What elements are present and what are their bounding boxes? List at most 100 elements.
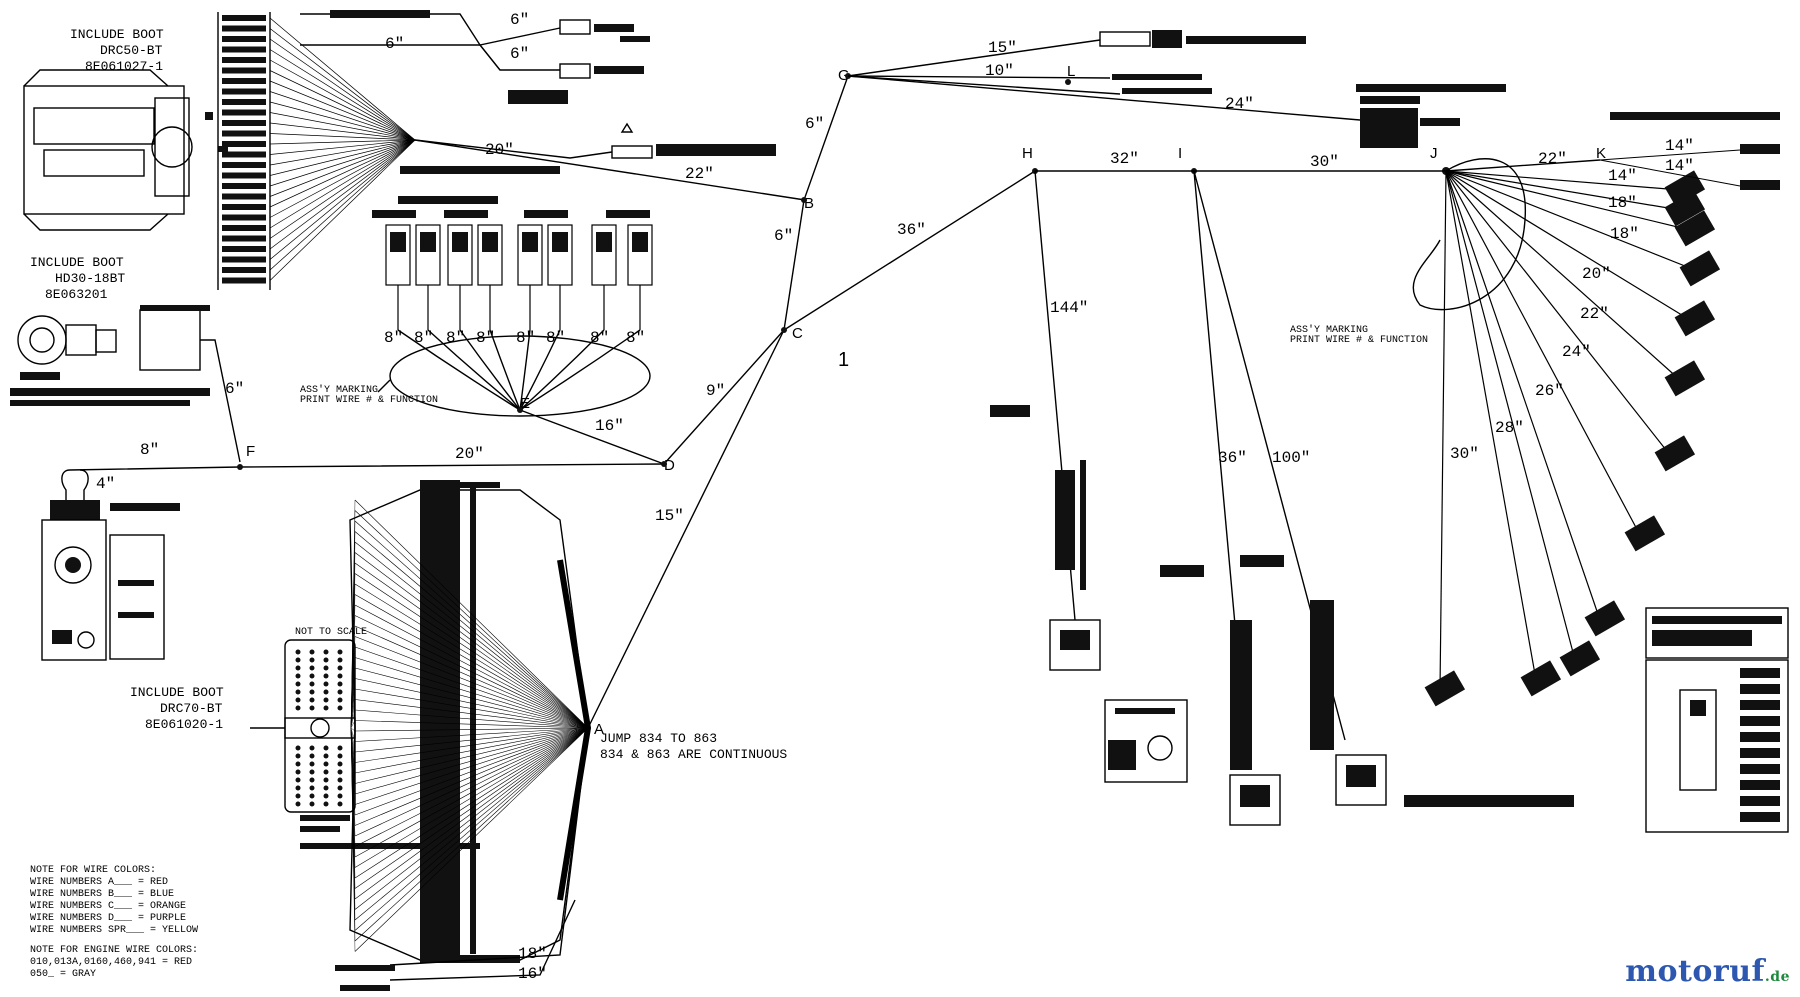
fan-wire bbox=[269, 139, 416, 229]
pin-dot bbox=[295, 649, 301, 655]
pin-dot bbox=[337, 705, 343, 711]
j-fan-connector bbox=[1584, 600, 1626, 637]
node-d: D bbox=[664, 457, 675, 474]
pin-dot bbox=[337, 673, 343, 679]
pin-row bbox=[222, 141, 266, 147]
relay-length-label: 8" bbox=[516, 329, 535, 347]
svg-text:6": 6" bbox=[805, 115, 824, 133]
pin-dot bbox=[309, 657, 315, 663]
pin-row bbox=[222, 225, 266, 231]
relay-header bbox=[372, 210, 416, 218]
j-fan-connector bbox=[1674, 210, 1716, 247]
pin-row bbox=[222, 46, 266, 53]
pin-dot bbox=[295, 745, 301, 751]
pin-row bbox=[222, 67, 266, 74]
svg-text:26": 26" bbox=[1535, 382, 1564, 400]
pin-dot bbox=[295, 777, 301, 783]
fan-wire bbox=[269, 139, 416, 176]
k-title bbox=[1610, 112, 1780, 120]
j-fan-connector bbox=[1654, 435, 1696, 472]
bundle-wire bbox=[354, 646, 589, 729]
svg-text:050_ = GRAY: 050_ = GRAY bbox=[30, 969, 96, 980]
top-left-connector bbox=[23, 69, 228, 231]
svg-text:DRC50-BT: DRC50-BT bbox=[100, 43, 163, 58]
j-fan-wire bbox=[1445, 170, 1681, 211]
svg-text:20": 20" bbox=[455, 445, 484, 463]
bundle-wire bbox=[354, 727, 589, 732]
pin-dot bbox=[309, 697, 315, 703]
pin-dot bbox=[295, 697, 301, 703]
svg-text:4": 4" bbox=[96, 475, 115, 493]
node-h: H bbox=[1022, 145, 1033, 162]
bundle-wire bbox=[354, 720, 589, 729]
bundle-wire bbox=[354, 727, 589, 784]
node-f: F bbox=[246, 443, 255, 460]
pin-dot bbox=[309, 673, 315, 679]
relay-body bbox=[522, 232, 538, 252]
svg-text:WIRE NUMBERS C___ = ORANGE: WIRE NUMBERS C___ = ORANGE bbox=[30, 901, 186, 912]
fan-wire bbox=[269, 139, 416, 218]
pin-dot bbox=[323, 777, 329, 783]
svg-text:24": 24" bbox=[1225, 95, 1254, 113]
pin-dot bbox=[309, 681, 315, 687]
fan-wire bbox=[269, 122, 416, 141]
bundle-wire bbox=[354, 727, 589, 805]
relay-body bbox=[452, 232, 468, 252]
pin-dot bbox=[337, 785, 343, 791]
fan-wire bbox=[269, 28, 416, 141]
svg-text:20": 20" bbox=[1582, 265, 1611, 283]
pin-dot bbox=[323, 649, 329, 655]
pin-dot bbox=[323, 689, 329, 695]
bundle-wire bbox=[354, 727, 589, 816]
bundle-wire bbox=[354, 510, 589, 729]
fan-wire bbox=[269, 139, 416, 155]
bundle-wire bbox=[354, 709, 589, 729]
svg-text:PRINT WIRE # & FUNCTION: PRINT WIRE # & FUNCTION bbox=[300, 395, 438, 406]
bundle-wire bbox=[354, 727, 589, 826]
relay-wire bbox=[519, 329, 641, 411]
node-e: E bbox=[520, 395, 530, 412]
j-fan-wire bbox=[1445, 170, 1537, 681]
pin-dot bbox=[323, 769, 329, 775]
pin-dot bbox=[323, 801, 329, 807]
pin-dot bbox=[337, 681, 343, 687]
fan-wire bbox=[269, 139, 416, 281]
svg-text:HD30-18BT: HD30-18BT bbox=[55, 271, 125, 286]
svg-text:14": 14" bbox=[1665, 137, 1694, 155]
pin-dot bbox=[309, 753, 315, 759]
j-fan-wire bbox=[1445, 170, 1671, 456]
relay-wire bbox=[519, 329, 605, 411]
bundle-wire bbox=[354, 562, 589, 729]
pin-dot bbox=[337, 697, 343, 703]
pin-row bbox=[222, 235, 266, 242]
svg-text:INCLUDE BOOT: INCLUDE BOOT bbox=[70, 27, 164, 42]
bundle-wire bbox=[354, 657, 589, 729]
j-fan-wire bbox=[1445, 170, 1601, 621]
pin-row bbox=[222, 204, 266, 210]
bundle-wire bbox=[354, 727, 589, 879]
bundle-wire bbox=[354, 727, 589, 753]
bundle-wire bbox=[354, 727, 589, 858]
bottom-left-connector: 4" bbox=[41, 469, 180, 661]
pin-dot bbox=[323, 753, 329, 759]
svg-text:8E061027-1: 8E061027-1 bbox=[85, 59, 163, 74]
pin-row bbox=[222, 277, 266, 284]
svg-text:ASS'Y MARKING: ASS'Y MARKING bbox=[1290, 324, 1368, 336]
svg-text:NOTE FOR ENGINE WIRE COLORS:: NOTE FOR ENGINE WIRE COLORS: bbox=[30, 945, 198, 956]
key-switch-box bbox=[1104, 699, 1188, 783]
svg-text:24": 24" bbox=[1562, 343, 1591, 361]
node-c: C bbox=[792, 325, 803, 342]
pin-dot bbox=[309, 745, 315, 751]
relay-header bbox=[444, 210, 488, 218]
pin-dot bbox=[323, 673, 329, 679]
svg-text:INCLUDE BOOT: INCLUDE BOOT bbox=[130, 685, 224, 700]
bundle-wire bbox=[354, 604, 589, 729]
j-fan-bundle: ASS'Y MARKING PRINT WIRE # & FUNCTION bbox=[1290, 112, 1780, 707]
relay-body bbox=[420, 232, 436, 252]
pin-dot bbox=[323, 657, 329, 663]
svg-text:20": 20" bbox=[485, 141, 514, 159]
pin-dot bbox=[337, 793, 343, 799]
svg-text:ASS'Y MARKING: ASS'Y MARKING bbox=[300, 384, 378, 396]
pin-row bbox=[222, 78, 266, 84]
node-a: A bbox=[594, 721, 604, 738]
